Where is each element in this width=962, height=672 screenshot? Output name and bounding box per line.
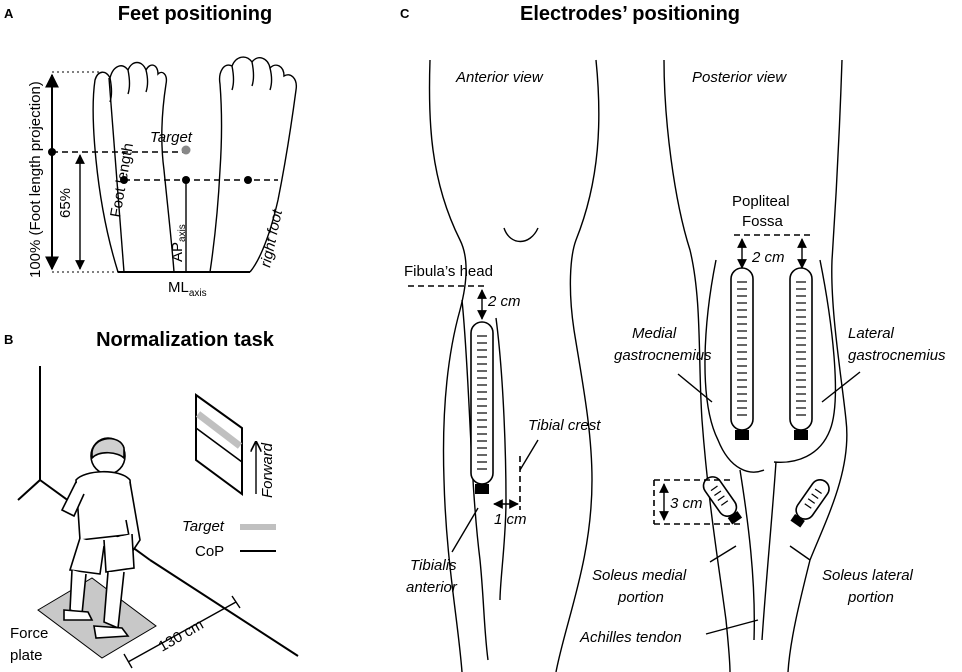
fibula-2cm-label: 2 cm bbox=[487, 293, 521, 310]
right-foot-toes bbox=[231, 61, 273, 91]
soleus-medial-label-2: portion bbox=[617, 589, 664, 606]
electrode-medial-gastrocnemius bbox=[730, 267, 754, 431]
panel-c: C Electrodes’ positioning Anterior view … bbox=[400, 3, 946, 672]
medial-gastroc-label-1: Medial bbox=[632, 325, 677, 342]
legend-cop-label: CoP bbox=[195, 543, 224, 560]
ml-axis-label: MLaxis bbox=[168, 279, 207, 299]
anterior-leg-left bbox=[428, 59, 467, 672]
fibula-head-label: Fibula’s head bbox=[404, 263, 493, 280]
left-foot-toes bbox=[109, 69, 149, 103]
crest-1cm-label: 1 cm bbox=[494, 511, 527, 528]
electrode-soleus-lateral bbox=[790, 478, 830, 528]
legend-target-label: Target bbox=[182, 518, 225, 535]
screen bbox=[195, 393, 243, 496]
electrode-tibialis-cap bbox=[475, 484, 489, 494]
foot-length-axis-line bbox=[108, 77, 125, 273]
tibialis-label-1: Tibialis bbox=[410, 557, 457, 574]
dot-65-left bbox=[48, 148, 56, 156]
electrode-lateral-cap bbox=[794, 430, 808, 440]
soleus-lateral-label-2: portion bbox=[847, 589, 894, 606]
tibialis-pointer bbox=[451, 507, 479, 553]
tibial-crest-label: Tibial crest bbox=[528, 417, 601, 434]
anterior-view-label: Anterior view bbox=[455, 69, 544, 86]
posterior-leg-left bbox=[663, 59, 731, 672]
electrode-medial-cap bbox=[735, 430, 749, 440]
electrode-lateral-ticks bbox=[796, 281, 806, 416]
medial-gastroc-outline bbox=[704, 259, 765, 473]
electrode-medial-ticks bbox=[737, 281, 747, 416]
electrode-soleus-medial bbox=[702, 476, 743, 525]
dot-foot-left bbox=[120, 176, 128, 184]
medial-gastroc-label-2: gastrocnemius bbox=[614, 347, 712, 364]
screen-target-line bbox=[195, 411, 243, 449]
posterior-view-label: Posterior view bbox=[692, 69, 787, 86]
panel-a: A Feet positioning 100% (Foot length pr bbox=[4, 3, 298, 299]
panel-c-title: Electrodes’ positioning bbox=[520, 3, 740, 25]
popliteal-label-2: Fossa bbox=[742, 213, 784, 230]
electrode-lateral-gastrocnemius bbox=[789, 267, 813, 431]
label-65pct: 65% bbox=[57, 188, 74, 218]
anterior-leg-right bbox=[555, 59, 600, 672]
soleus-medial-label-1: Soleus medial bbox=[592, 567, 687, 584]
medial-gastroc-pointer bbox=[677, 373, 713, 403]
popliteal-2cm-label: 2 cm bbox=[751, 249, 785, 266]
posterior-leg-right bbox=[787, 59, 848, 672]
soleus-medial-pointer bbox=[709, 545, 737, 563]
ap-axis-label: APaxis bbox=[169, 224, 188, 262]
lateral-gastroc-label-2: gastrocnemius bbox=[848, 347, 946, 364]
lateral-gastroc-outline bbox=[773, 259, 837, 463]
screen-cop-line bbox=[195, 427, 243, 463]
distance-tick-1 bbox=[123, 653, 133, 669]
target-dot bbox=[181, 145, 191, 155]
foot-length-label: Foot length bbox=[107, 142, 137, 219]
achilles-pointer bbox=[705, 619, 759, 635]
person-figure bbox=[60, 437, 141, 639]
lateral-gastroc-pointer bbox=[821, 371, 861, 403]
panel-b: B Normalization task Forward Target CoP bbox=[4, 329, 299, 669]
force-plate-label-2: plate bbox=[10, 647, 43, 664]
soleus-lateral-label-1: Soleus lateral bbox=[822, 567, 914, 584]
dot-center bbox=[182, 176, 190, 184]
force-plate bbox=[37, 577, 157, 659]
soleus-lateral-pointer bbox=[789, 545, 811, 561]
panel-b-letter: B bbox=[4, 332, 13, 347]
distance-label: 130 cm bbox=[156, 616, 207, 655]
achilles-line-2 bbox=[761, 461, 777, 641]
force-plate-label-1: Force bbox=[10, 625, 48, 642]
forward-label: Forward bbox=[259, 442, 276, 498]
lateral-gastroc-label-1: Lateral bbox=[848, 325, 895, 342]
tibialis-label-2: anterior bbox=[406, 579, 458, 596]
dot-foot-right bbox=[244, 176, 252, 184]
patella-curve bbox=[503, 227, 539, 243]
popliteal-label-1: Popliteal bbox=[732, 193, 790, 210]
soleus-3cm-label: 3 cm bbox=[670, 495, 703, 512]
y-label-100: 100% (Foot length projection) bbox=[27, 81, 44, 278]
distance-line bbox=[127, 601, 237, 663]
target-label: Target bbox=[150, 129, 193, 146]
achilles-line-1 bbox=[739, 469, 755, 641]
tibia-line bbox=[495, 317, 507, 601]
panel-b-title: Normalization task bbox=[96, 329, 275, 351]
achilles-label: Achilles tendon bbox=[579, 629, 682, 646]
panel-a-title: Feet positioning bbox=[118, 3, 272, 25]
tibial-crest-pointer bbox=[519, 439, 539, 471]
right-foot-label: right foot bbox=[257, 207, 286, 268]
electrode-tibialis-ticks bbox=[477, 335, 487, 470]
right-foot-outline bbox=[209, 56, 298, 273]
panel-a-letter: A bbox=[4, 6, 14, 21]
panel-c-letter: C bbox=[400, 6, 410, 21]
distance-tick-2 bbox=[231, 595, 241, 609]
electrode-tibialis-anterior bbox=[470, 321, 494, 485]
left-foot-outline bbox=[92, 61, 175, 273]
fibula-line bbox=[461, 299, 489, 661]
